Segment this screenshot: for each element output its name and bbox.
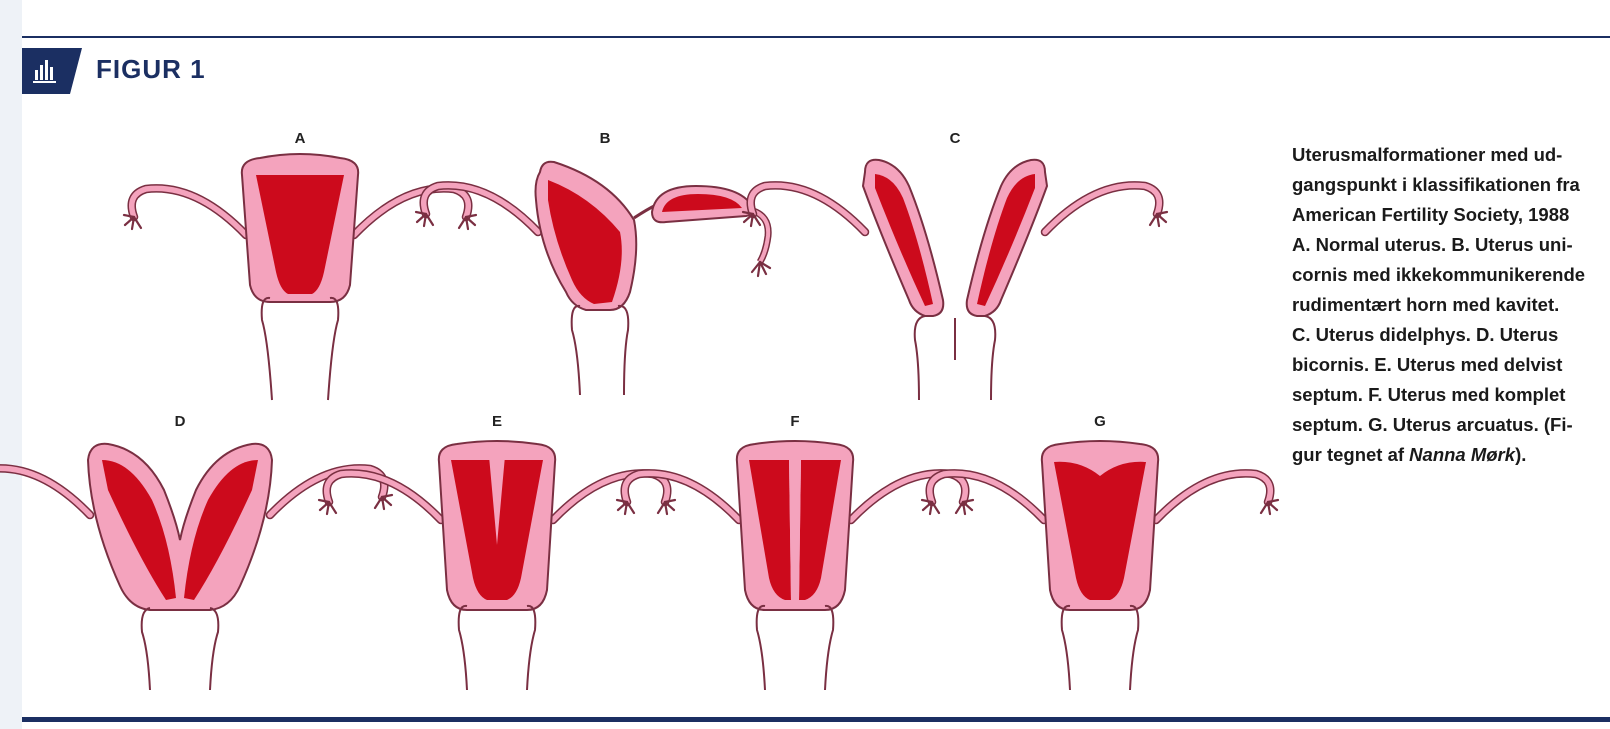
caption-line-credit: gur tegnet af Nanna Mørk).: [1292, 440, 1610, 470]
panel-g: G: [922, 413, 1278, 690]
panel-d: D: [0, 413, 392, 690]
panel-f: F: [617, 413, 973, 690]
panel-c: C: [743, 130, 1167, 400]
complete-septum: [789, 460, 801, 602]
panel-b: B: [416, 130, 770, 395]
caption-line: cornis med ikkekommunikerende: [1292, 260, 1610, 290]
caption-line: C. Uterus didelphys. D. Uterus: [1292, 320, 1610, 350]
panel-a: A: [124, 130, 476, 400]
caption-line: Uterusmalformationer med ud-: [1292, 140, 1610, 170]
caption-line: gangspunkt i klassifikationen fra: [1292, 170, 1610, 200]
panel-label-g: G: [1094, 413, 1106, 430]
cervix: [142, 608, 219, 690]
uterus-diagrams: A B C: [0, 0, 1280, 729]
cervix: [572, 306, 629, 395]
panel-label-d: D: [175, 413, 186, 430]
cervix: [915, 316, 996, 400]
caption-line: septum. F. Uterus med komplet: [1292, 380, 1610, 410]
illustrator-name: Nanna Mørk: [1409, 444, 1515, 465]
caption-line: American Fertility Society, 1988: [1292, 200, 1610, 230]
panel-label-a: A: [295, 130, 306, 147]
panel-label-b: B: [600, 130, 611, 147]
caption-line: bicornis. E. Uterus med delvist: [1292, 350, 1610, 380]
caption-credit-end: ).: [1515, 444, 1526, 465]
caption-line: septum. G. Uterus arcuatus. (Fi-: [1292, 410, 1610, 440]
cervix: [1062, 606, 1139, 690]
caption-credit-text: gur tegnet af: [1292, 444, 1409, 465]
panel-label-f: F: [790, 413, 799, 430]
bottom-rule: [22, 717, 1610, 722]
cervix: [459, 606, 536, 690]
panel-label-c: C: [950, 130, 961, 147]
cervix: [757, 606, 834, 690]
panel-label-e: E: [492, 413, 502, 430]
caption-line: A. Normal uterus. B. Uterus uni-: [1292, 230, 1610, 260]
cervix: [262, 298, 339, 400]
caption-line: rudimentært horn med kavitet.: [1292, 290, 1610, 320]
figure-caption: Uterusmalformationer med ud- gangspunkt …: [1292, 140, 1610, 470]
panel-e: E: [319, 413, 675, 690]
